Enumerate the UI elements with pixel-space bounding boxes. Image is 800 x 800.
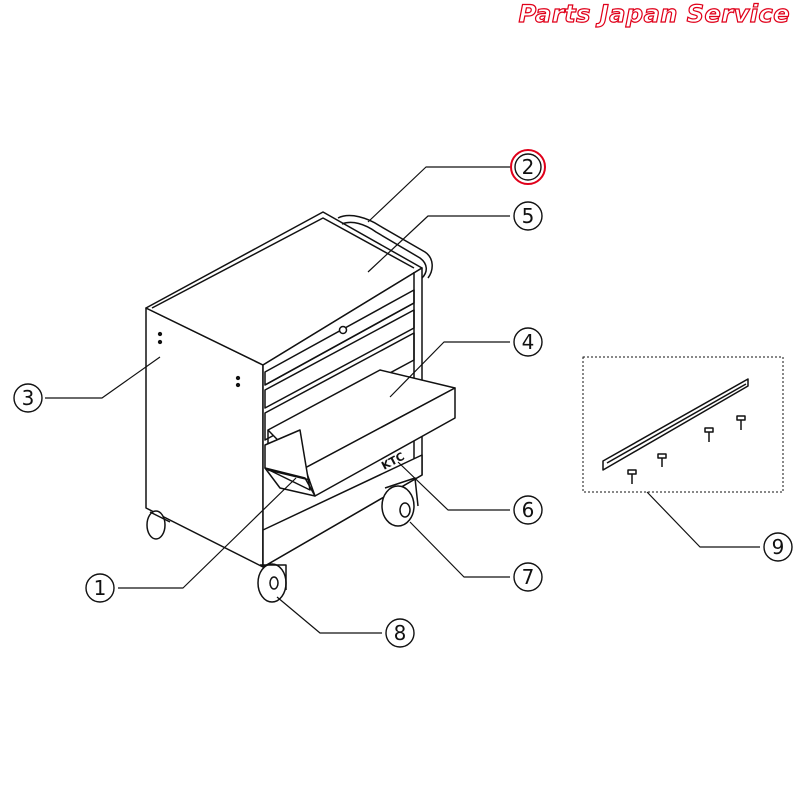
lock-icon	[338, 325, 348, 335]
screw-kit	[582, 356, 784, 493]
callout-8: 8	[385, 618, 415, 648]
leader-lines	[45, 166, 760, 634]
callout-7-label: 7	[522, 565, 535, 589]
screw-icon	[736, 415, 746, 430]
callout-3-label: 3	[22, 386, 35, 410]
callout-2-label: 2	[522, 155, 535, 179]
callout-9-label: 9	[772, 535, 785, 559]
leader-2	[367, 166, 510, 223]
callout-4: 4	[513, 327, 543, 357]
leader-1	[118, 477, 297, 589]
screw-icon	[627, 469, 637, 484]
lower-drawer	[264, 429, 316, 497]
open-drawer	[267, 369, 456, 497]
drawer-3	[264, 332, 415, 441]
drawer-2	[264, 309, 415, 409]
leader-7	[409, 521, 510, 578]
base-frame	[262, 454, 423, 568]
tool-cart: KTC	[145, 211, 456, 603]
callout-9: 9	[763, 532, 793, 562]
callout-8-label: 8	[394, 621, 407, 645]
kit-box	[582, 356, 784, 493]
callout-1-label: 1	[94, 576, 107, 600]
callout-6: 6	[513, 495, 543, 525]
leader-6	[397, 461, 510, 511]
callout-2: 2	[510, 149, 546, 185]
leader-5	[367, 215, 510, 273]
screw-icon	[657, 453, 667, 467]
leader-3	[45, 356, 161, 399]
callout-7: 7	[513, 562, 543, 592]
leader-8	[276, 596, 382, 634]
callout-1: 1	[85, 573, 115, 603]
callout-4-label: 4	[522, 330, 535, 354]
leader-4	[389, 341, 510, 398]
callout-2-highlight	[510, 149, 546, 185]
brand-logo: Parts Japan Service	[518, 0, 790, 29]
screw-icon	[704, 427, 714, 442]
callout-6-label: 6	[522, 498, 535, 522]
caster-front-left	[257, 563, 287, 603]
callout-5: 5	[513, 201, 543, 231]
caster-front-right	[381, 477, 419, 527]
caster-rear-left	[146, 510, 171, 540]
callout-3: 3	[13, 383, 43, 413]
callout-5-label: 5	[522, 204, 535, 228]
leader-9	[646, 491, 760, 548]
